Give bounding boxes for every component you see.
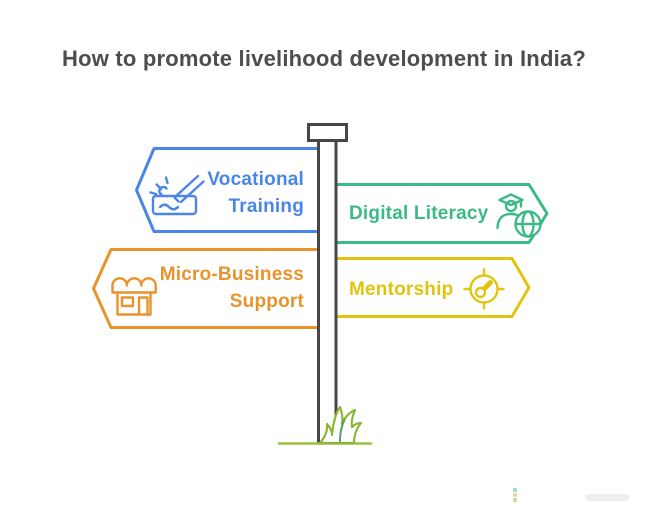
vocational-training-label: Vocational Training bbox=[207, 166, 304, 220]
micro-business-support-label: Micro-Business Support bbox=[160, 261, 304, 315]
compass-icon bbox=[463, 268, 505, 310]
micro-business-label-line1: Micro-Business bbox=[159, 264, 304, 285]
engraving-tool-icon bbox=[149, 174, 205, 216]
watermark-logo bbox=[513, 487, 519, 503]
storefront-icon bbox=[111, 277, 157, 316]
mentorship-label: Mentorship bbox=[349, 279, 454, 300]
signpost-pole-cap bbox=[307, 123, 348, 142]
vocational-training-label-line2: Training bbox=[228, 196, 304, 217]
micro-business-label-line2: Support bbox=[229, 291, 304, 312]
graduate-globe-icon bbox=[496, 193, 542, 238]
grass-sprout bbox=[318, 405, 363, 445]
watermark-text-remnant bbox=[585, 494, 629, 501]
page-title: How to promote livelihood development in… bbox=[62, 46, 586, 71]
vocational-training-label-line1: Vocational bbox=[207, 169, 304, 190]
signpost-pole bbox=[317, 138, 338, 445]
digital-literacy-label: Digital Literacy bbox=[349, 203, 489, 224]
